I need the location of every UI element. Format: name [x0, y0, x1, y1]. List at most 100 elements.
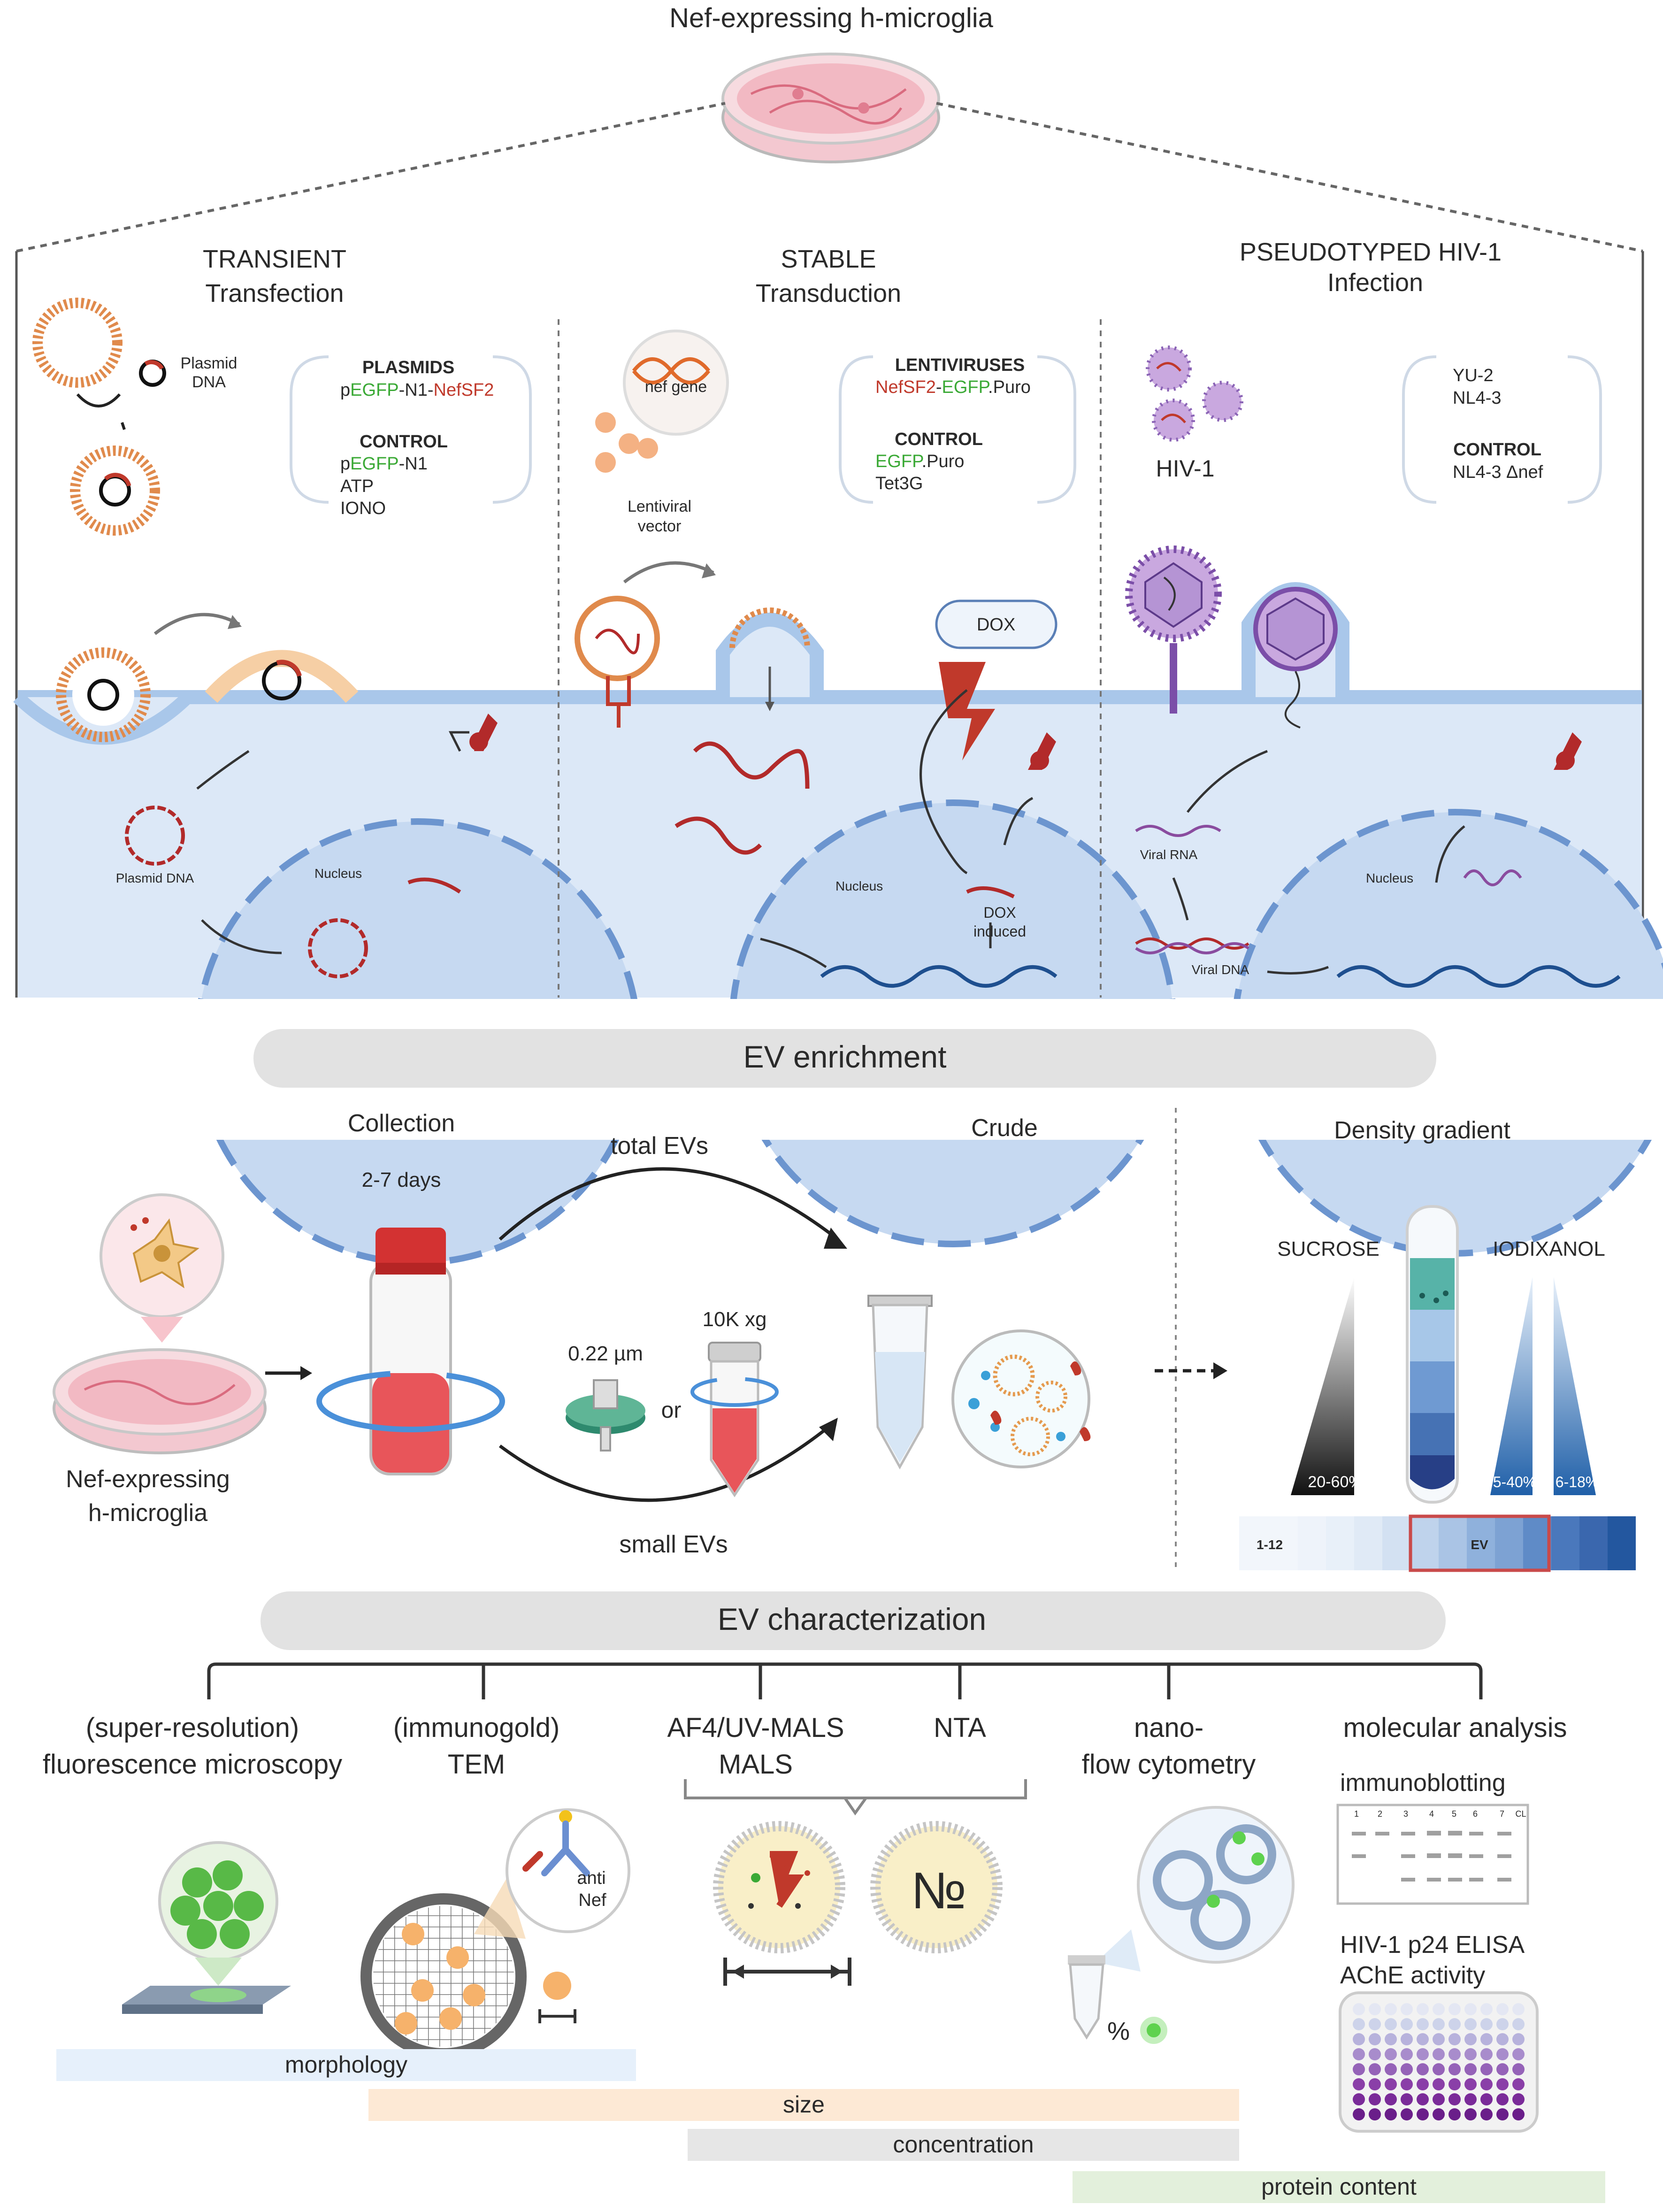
lentiviral-label-2: vector: [638, 517, 682, 535]
plate-well: [1353, 2048, 1365, 2060]
iodixanol-gradient-1: [1490, 1277, 1533, 1495]
plate-well: [1385, 2033, 1397, 2045]
crude-ev-tube: [867, 1295, 1091, 1470]
stable-control-tet3g: Tet3G: [875, 474, 923, 493]
sucrose-gradient-triangle: [1291, 1277, 1354, 1495]
arrow-small-evs: [498, 1426, 830, 1502]
total-evs-label: total EVs: [611, 1132, 708, 1160]
method-labels: (super-resolution)fluorescence microscop…: [43, 1713, 1567, 1780]
plasmid-label-2: DNA: [192, 373, 226, 391]
iodixanol-gradient-2: [1554, 1277, 1596, 1495]
pseudotyped-control-heading: CONTROL: [1453, 440, 1541, 460]
plate-well: [1448, 2018, 1461, 2030]
anti-nef-1: anti: [577, 1868, 605, 1888]
method-label-1-0: (immunogold): [393, 1713, 560, 1743]
hiv-entry: [1125, 545, 1621, 988]
strain-yu2: YU-2: [1453, 366, 1494, 385]
plate-well: [1385, 2018, 1397, 2030]
pseudotyped-subtitle: Infection: [1327, 269, 1423, 297]
spin-label: 10K xg: [703, 1308, 767, 1331]
plate-well: [1433, 2048, 1445, 2060]
plate-well: [1433, 2063, 1445, 2075]
plate-well: [1385, 2003, 1397, 2015]
plate-well: [1464, 2078, 1477, 2090]
plate-well: [1448, 2093, 1461, 2105]
arrowhead: [300, 1366, 312, 1380]
top-panel-frame: [15, 251, 1644, 998]
plate-well: [1496, 2018, 1509, 2030]
plate-well: [1496, 2078, 1509, 2090]
strain-box-bracket: [1402, 355, 1602, 504]
microglia-dish: [53, 1193, 267, 1454]
elisa-plate-icon: [1339, 1991, 1539, 2133]
transient-control-atp: ATP: [340, 476, 374, 496]
plate-well: [1369, 2018, 1381, 2030]
plate-well: [1433, 2003, 1445, 2015]
bar-label-2: concentration: [893, 2131, 1034, 2158]
source-label-2: h-microglia: [88, 1499, 207, 1527]
plate-well: [1496, 2093, 1509, 2105]
plate-well: [1464, 2033, 1477, 2045]
hiv-label: HIV-1: [1156, 455, 1214, 482]
plate-well: [1353, 2033, 1365, 2045]
stable-control-puro: EGFP.Puro: [875, 452, 964, 471]
collection-label: Collection: [348, 1110, 455, 1137]
centrifuge-tube: [690, 1342, 779, 1498]
nef-gene-label: nef gene: [645, 378, 707, 396]
stable-title: STABLE: [781, 245, 876, 273]
stable-control-heading: CONTROL: [895, 430, 983, 449]
nta-symbol: №: [911, 1862, 966, 1920]
plate-well: [1464, 2093, 1477, 2105]
plate-well: [1401, 2018, 1413, 2030]
plate-well: [1480, 2003, 1493, 2015]
plate-well: [1433, 2093, 1445, 2105]
transient-control-plasmid: pEGFP-N1: [340, 454, 428, 474]
blot-lane-label: 4: [1429, 1809, 1434, 1819]
method-tree: [207, 1662, 1483, 1699]
bar-1: [368, 2089, 1239, 2121]
method-label-2-1: MALS: [719, 1749, 793, 1780]
elisa-label: HIV-1 p24 ELISA: [1340, 1931, 1525, 1959]
transient-title: TRANSIENT: [203, 245, 346, 273]
plate-well: [1480, 2048, 1493, 2060]
filter-label: 0.22 µm: [568, 1342, 643, 1365]
nef-gene-callout: [595, 330, 729, 473]
bar-3: [1073, 2171, 1605, 2203]
plate-well: [1464, 2018, 1477, 2030]
density-label: Density gradient: [1334, 1117, 1510, 1144]
strain-nl43: NL4-3: [1453, 388, 1502, 408]
plate-well: [1512, 2033, 1525, 2045]
dox-label: DOX: [977, 615, 1015, 635]
pseudotyped-nucleus-label: Nucleus: [1366, 871, 1413, 885]
plate-well: [1417, 2078, 1429, 2090]
bar-0: [56, 2049, 636, 2081]
collection-bottle: [316, 1228, 505, 1475]
arrowhead: [819, 1418, 838, 1441]
plate-well: [1433, 2018, 1445, 2030]
days-label: 2-7 days: [362, 1168, 441, 1191]
method-label-2-0: AF4/UV-MALS: [667, 1713, 844, 1743]
arrowhead: [1213, 1362, 1227, 1379]
plate-well: [1353, 2108, 1365, 2120]
blot-lane-label: 1: [1354, 1809, 1359, 1819]
blot-lane-label: 3: [1403, 1809, 1408, 1819]
plate-well: [1512, 2078, 1525, 2090]
syringe-filter: [566, 1379, 645, 1452]
plate-well: [1417, 2093, 1429, 2105]
plate-well: [1353, 2093, 1365, 2105]
arrow-total-evs: [498, 1167, 839, 1241]
plate-well: [1512, 2003, 1525, 2015]
zoom-lines: [16, 102, 1643, 253]
pseudotyped-control: NL4-3 Δnef: [1453, 462, 1543, 482]
tem-grid-icon: [360, 1808, 630, 2059]
plate-well: [1353, 2063, 1365, 2075]
plate-well: [1464, 2108, 1477, 2120]
plate-well: [1401, 2063, 1413, 2075]
plate-well: [1512, 2018, 1525, 2030]
fraction-strip: [1239, 1514, 1636, 1572]
plate-well: [1464, 2048, 1477, 2060]
dox-induced-1: DOX: [983, 904, 1016, 921]
dox-pill: [935, 599, 1058, 649]
plate-well: [1417, 2003, 1429, 2015]
